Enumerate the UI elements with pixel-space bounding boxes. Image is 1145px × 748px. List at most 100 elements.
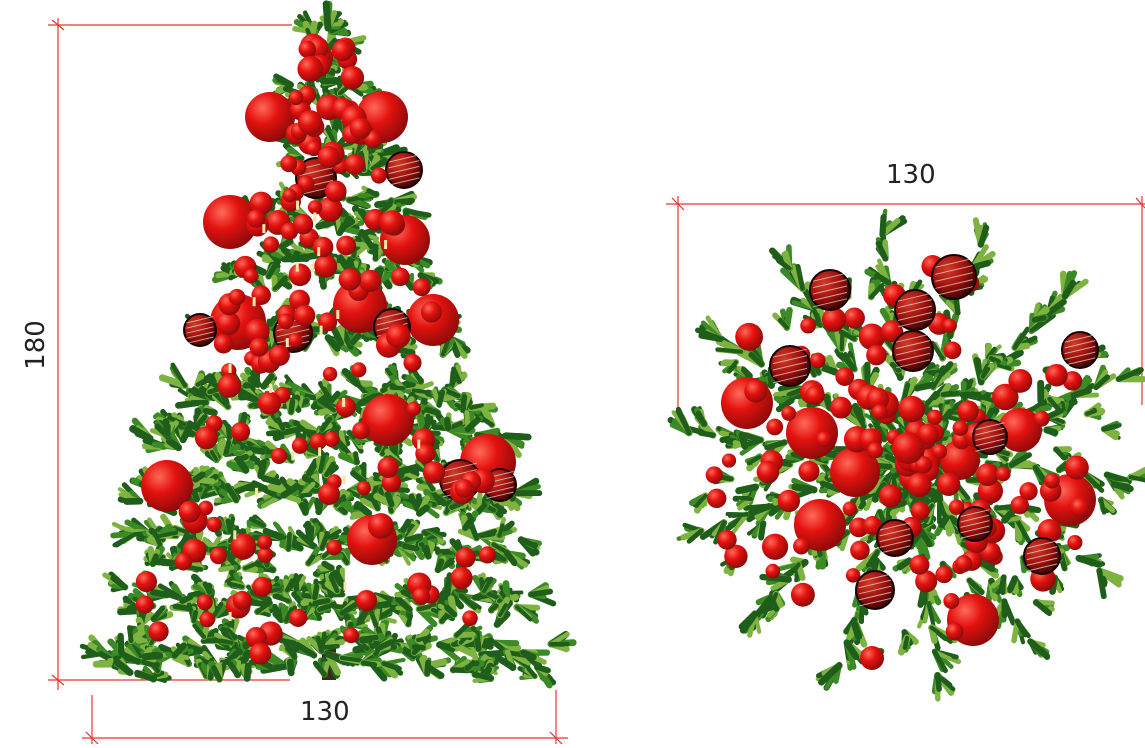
- ornament-small: [198, 501, 213, 516]
- needle-cluster: [993, 577, 1005, 592]
- tree-center: [892, 432, 924, 464]
- needle-cluster: [326, 459, 335, 475]
- ornament-small: [379, 210, 404, 235]
- needle-cluster: [230, 459, 246, 470]
- ornament-small: [269, 345, 290, 366]
- ornament-small: [717, 530, 737, 550]
- candle: [342, 398, 345, 407]
- ornament-small: [292, 438, 308, 454]
- candle: [417, 440, 420, 449]
- radial-branch: [1099, 571, 1120, 596]
- ornament-small: [214, 334, 233, 353]
- ornament-small: [1065, 456, 1089, 480]
- top-view-tree: [671, 211, 1145, 699]
- height-dimension-label: 180: [21, 315, 51, 375]
- radial-branch: [935, 675, 953, 699]
- ornament-small: [359, 270, 381, 292]
- front-width-dimension-label: 130: [300, 697, 350, 727]
- needle-cluster: [264, 474, 278, 483]
- ornament-small: [791, 583, 815, 607]
- ornament-small: [314, 255, 337, 278]
- needle-cluster: [1087, 406, 1102, 418]
- ornament-striped: [893, 331, 933, 371]
- needle-cluster: [1104, 424, 1119, 438]
- ornament-small: [368, 513, 394, 539]
- ornament-small: [371, 168, 387, 184]
- needle-cluster: [772, 594, 783, 609]
- ornament-small: [927, 410, 942, 425]
- needle-cluster: [895, 561, 909, 571]
- ornament-small: [778, 490, 800, 512]
- needle-cluster: [283, 534, 291, 549]
- ornament-small: [339, 268, 362, 291]
- needle-cluster: [111, 636, 122, 653]
- candle: [336, 310, 339, 319]
- candle: [313, 213, 316, 222]
- top-width-tick-right: [1136, 198, 1145, 208]
- needle-cluster: [256, 461, 267, 476]
- ornament-striped: [856, 571, 894, 609]
- ornament-small: [308, 200, 322, 214]
- ornament-small: [336, 397, 356, 417]
- needle-cluster: [794, 564, 803, 580]
- ornament-small: [293, 214, 314, 235]
- needle-cluster: [694, 408, 704, 423]
- needle-cluster: [418, 628, 430, 640]
- ornament-small: [907, 473, 932, 498]
- ornament-small: [298, 110, 323, 135]
- ornament-small: [757, 461, 780, 484]
- ornament-small: [450, 567, 472, 589]
- ornament-small: [1045, 364, 1068, 387]
- branch-sprig: [516, 481, 539, 496]
- ornament-small: [136, 596, 154, 614]
- ornament-small: [1067, 535, 1082, 550]
- ornament-small: [744, 380, 767, 403]
- branch-sprig: [551, 634, 573, 649]
- needle-cluster: [849, 625, 858, 642]
- ornament-small: [332, 40, 354, 62]
- radial-branch: [1131, 469, 1145, 482]
- top-width-dimension-label: 130: [886, 160, 936, 190]
- ornament-small: [377, 457, 398, 478]
- needle-cluster: [1101, 500, 1113, 513]
- radial-branch: [783, 266, 802, 288]
- needle-cluster: [250, 518, 264, 526]
- ornament-small: [271, 448, 287, 464]
- ornament-small: [391, 268, 409, 286]
- ornament-small: [455, 479, 474, 498]
- ornament-striped: [1024, 538, 1060, 574]
- ornament-small: [233, 591, 252, 610]
- radial-branch: [671, 409, 689, 433]
- front-view-tree: [82, 4, 573, 685]
- ornament-small: [258, 391, 281, 414]
- ornament-small: [798, 461, 819, 482]
- ornament-small: [179, 501, 201, 523]
- candle: [296, 263, 299, 272]
- ornament-small: [943, 593, 959, 609]
- radial-branch: [679, 525, 702, 541]
- ornament-small: [413, 278, 431, 296]
- needle-cluster: [360, 188, 376, 198]
- ornament-small: [1070, 497, 1090, 517]
- needle-cluster: [157, 561, 174, 563]
- ornament-small: [229, 289, 245, 305]
- needle-cluster: [316, 660, 328, 674]
- ornament-small: [735, 323, 763, 351]
- needle-cluster: [734, 368, 750, 377]
- needle-cluster: [353, 465, 364, 482]
- ornament-striped: [386, 152, 422, 188]
- ornament-striped: [1062, 332, 1098, 368]
- needle-cluster: [735, 433, 745, 446]
- ornament-small: [282, 188, 296, 202]
- needle-cluster: [424, 540, 432, 557]
- candle: [317, 247, 320, 256]
- ornament-small: [953, 420, 969, 436]
- needle-cluster: [1056, 449, 1069, 459]
- ornament-small: [249, 643, 271, 665]
- ornament-small: [278, 314, 294, 330]
- candle: [255, 488, 258, 497]
- ornament-small: [231, 422, 250, 441]
- ornament-small: [407, 402, 421, 416]
- radial-branch: [698, 318, 721, 339]
